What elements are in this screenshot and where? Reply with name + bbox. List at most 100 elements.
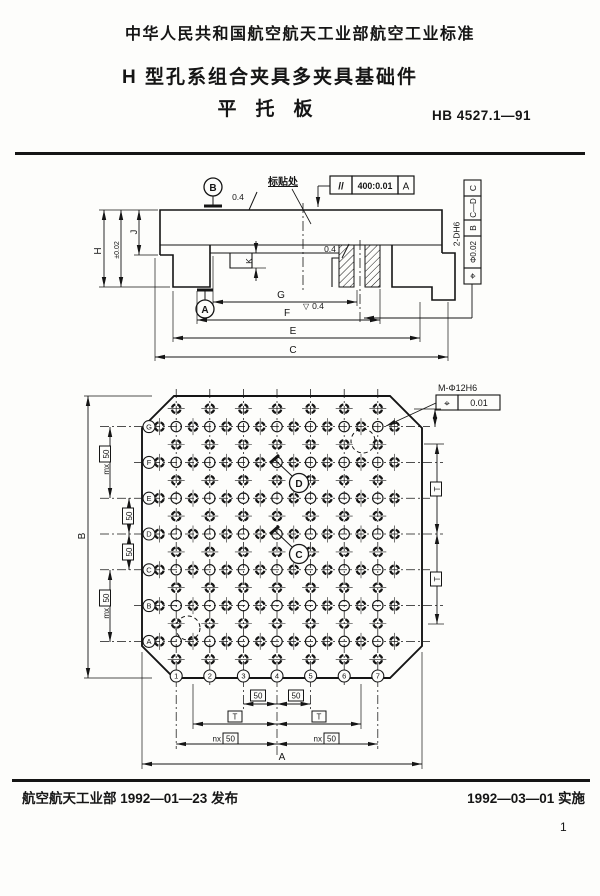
dim-left-chain: mx 50 mx 50 50 50 xyxy=(99,427,134,642)
dim-bottom-t: T T xyxy=(192,684,362,729)
dim-e: E xyxy=(172,291,421,342)
surface-finish-top: 0.4 xyxy=(232,191,258,211)
row-balloon xyxy=(142,527,156,541)
pitch-value: 50 xyxy=(226,735,235,744)
datum-a-label: A xyxy=(201,305,208,316)
dim-f: F xyxy=(196,289,381,324)
document-title: H 型孔系组合夹具多夹具基础件 xyxy=(121,67,418,88)
locating-hole xyxy=(204,420,216,433)
row-balloon-label: B xyxy=(146,601,151,610)
row-balloon xyxy=(142,599,156,613)
locating-hole xyxy=(204,599,216,612)
page-number: 1 xyxy=(560,820,567,834)
col-balloon-label: 4 xyxy=(275,672,279,681)
locating-hole xyxy=(170,528,182,540)
locating-hole xyxy=(237,635,250,648)
dim-b-label: B xyxy=(77,532,88,539)
dim-c: C xyxy=(154,258,449,361)
locating-hole xyxy=(372,456,384,469)
locating-hole xyxy=(372,492,384,504)
col-balloon-label: 5 xyxy=(309,672,313,681)
finish-value: 0.4 xyxy=(312,301,324,311)
locating-hole xyxy=(170,420,182,433)
pitch-value: 50 xyxy=(102,449,111,458)
t-value: T xyxy=(317,713,322,722)
locating-hole xyxy=(372,635,384,648)
col-balloon xyxy=(371,669,385,683)
locating-hole xyxy=(304,492,317,504)
locating-hole xyxy=(237,492,250,504)
locating-hole xyxy=(372,599,384,612)
col-balloon xyxy=(236,669,250,683)
dim-bottom-nx: nx 50 nx 50 xyxy=(176,732,378,747)
dim-k: K xyxy=(244,241,266,281)
plan-view: M-Φ12H6 ⌖ 0.01 B mx 50 mx xyxy=(77,383,501,769)
frame-datum1: B xyxy=(468,225,478,231)
mx-prefix: mx xyxy=(102,608,111,619)
dim-e-label: E xyxy=(290,326,297,337)
dim-bottom-50: 50 50 xyxy=(243,689,311,707)
locating-hole xyxy=(237,528,250,540)
locating-hole xyxy=(304,564,317,576)
finish-triangle-icon: ▽ xyxy=(303,302,310,311)
row-balloon-label: D xyxy=(146,530,152,539)
locating-hole xyxy=(304,420,317,433)
locating-hole xyxy=(271,492,283,504)
nx-prefix: nx xyxy=(314,735,322,744)
locating-hole xyxy=(372,420,384,433)
row-balloon xyxy=(142,634,156,648)
locating-hole xyxy=(304,599,317,612)
hole-grid xyxy=(153,403,401,665)
row-balloon xyxy=(142,455,156,469)
locating-hole xyxy=(170,564,182,576)
header-rule xyxy=(15,152,585,155)
pitch-value: 50 xyxy=(125,547,134,556)
dim-j: J xyxy=(129,210,158,256)
label-area-note: 标贴处 xyxy=(267,175,312,225)
pitch-value: 50 xyxy=(327,735,336,744)
dim-k-label: K xyxy=(244,258,254,264)
frame-datum3: C xyxy=(468,185,478,191)
dim-a-overall: A xyxy=(141,652,423,769)
hole-note: 2-DH6 xyxy=(452,221,462,246)
mx-prefix: mx xyxy=(102,464,111,475)
locating-hole xyxy=(304,635,317,648)
parallelism-frame: // 400:0.01 A xyxy=(315,175,415,207)
section-view: B 0.4 标贴处 // 400:0.01 A 0.4 xyxy=(93,175,482,361)
standard-org-header: 中华人民共和国航空航天工业部航空工业标准 xyxy=(124,26,475,43)
section-centerlines xyxy=(302,203,361,322)
col-balloon xyxy=(270,669,284,683)
locating-hole xyxy=(204,564,216,576)
standard-number: HB 4527.1—91 xyxy=(432,108,532,123)
row-balloon-label: F xyxy=(147,458,152,467)
plate-outline xyxy=(141,395,423,679)
locating-hole xyxy=(372,528,384,540)
dim-g-label: G xyxy=(277,290,285,301)
col-balloon-label: 3 xyxy=(241,672,245,681)
label-area-text: 标贴处 xyxy=(267,175,299,188)
section-profile xyxy=(159,209,456,301)
datum-b: B xyxy=(203,177,223,208)
dim-b-overall: B xyxy=(77,395,152,679)
surface-finish-recess: 0.4 xyxy=(324,243,350,259)
row-balloon-label: E xyxy=(146,494,151,503)
datum-d-label: D xyxy=(295,479,302,490)
locating-hole xyxy=(170,456,182,469)
parallelism-icon: // xyxy=(338,182,344,193)
dim-tol-label: ±0.02 xyxy=(114,241,121,259)
position-icon: ⌖ xyxy=(468,273,480,279)
locating-hole xyxy=(338,564,350,576)
dim-right-t: T T xyxy=(414,408,444,625)
row-balloon-label: C xyxy=(146,566,152,575)
locating-hole xyxy=(271,420,283,433)
col-balloon-label: 2 xyxy=(208,672,212,681)
dim-tolerance: ±0.02 xyxy=(114,210,124,287)
row-balloon-label: G xyxy=(146,422,152,431)
row-balloon xyxy=(142,420,156,434)
phantom-circles xyxy=(175,428,376,641)
col-balloon-label: 1 xyxy=(174,672,178,681)
dim-f-label: F xyxy=(284,308,290,319)
locating-hole xyxy=(338,599,350,612)
